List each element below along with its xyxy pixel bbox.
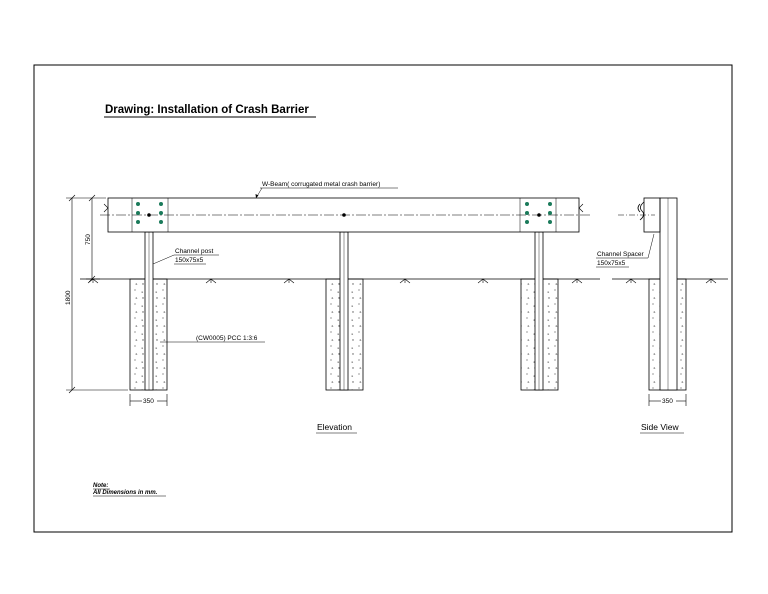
channel-post-size: 150x75x5 [175,257,204,264]
dimension-lines-vertical [66,194,128,394]
concrete-label: (CW0005) PCC 1:3:6 [196,335,258,342]
drawing-title: Drawing: Installation of Crash Barrier [105,104,309,116]
note-heading: Note: [93,483,108,489]
dimension-lines-horizontal [129,394,687,406]
channel-post-label: Channel post [175,248,213,255]
drawing-frame [33,64,733,533]
channel-post [144,231,544,391]
channel-post-leader [152,254,175,265]
side-view-caption: Side View [641,422,680,432]
splice-bolts [136,202,552,224]
w-beam-rail [100,197,590,233]
channel-post-side [659,197,678,391]
dimension-350-side: 350 [662,398,673,405]
w-beam-label: W-Beam( corrugated metal crash barrier) [262,181,380,188]
channel-spacer-size: 150x75x5 [597,260,626,267]
dimension-750: 750 [85,234,92,245]
note-text: All Dimensions in mm. [92,490,158,496]
channel-spacer-leader [647,233,655,259]
ground-hatch [87,278,717,284]
dimension-1800: 1800 [65,290,72,305]
dimension-350-elevation: 350 [143,398,154,405]
channel-spacer-label: Channel Spacer [597,251,644,258]
post-bolts [147,213,541,217]
elevation-caption: Elevation [317,422,352,432]
